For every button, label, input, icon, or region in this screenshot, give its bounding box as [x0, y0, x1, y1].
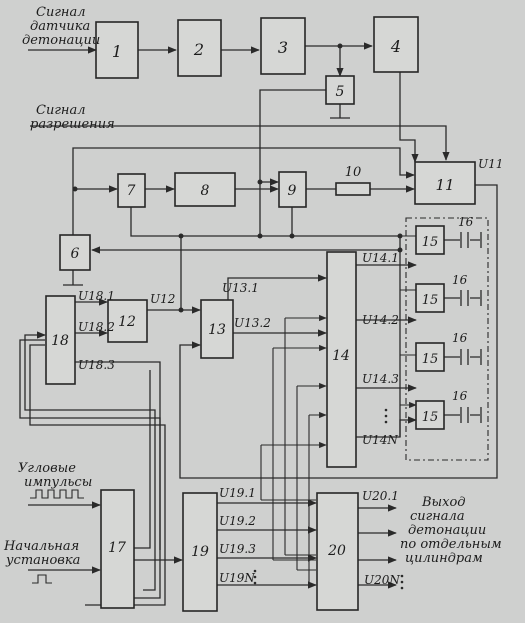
block-4: 4 — [373, 16, 419, 73]
svg-text:16: 16 — [452, 273, 468, 287]
block-15-3: 15 — [415, 342, 445, 372]
block-13: 13 — [200, 299, 234, 359]
angle-pulses-label: Угловые импульсы — [18, 461, 92, 490]
label-u12: U12 — [150, 292, 175, 306]
label-u19-1: U19.1 — [219, 486, 256, 500]
svg-text:разрешения: разрешения — [30, 117, 115, 132]
label-u13-2: U13.2 — [234, 316, 271, 330]
svg-text:9: 9 — [288, 183, 297, 199]
svg-text:16: 16 — [452, 331, 468, 345]
knock-sensor-signal-label: Сигнал датчика детонации — [22, 5, 100, 48]
wires — [19, 42, 498, 606]
svg-text:Начальная: Начальная — [3, 539, 79, 554]
block-6: 6 — [59, 234, 91, 271]
block-3: 3 — [260, 17, 306, 75]
svg-text:Выход: Выход — [421, 495, 466, 510]
svg-text:6: 6 — [71, 246, 80, 262]
label-u11: U11 — [478, 157, 503, 171]
svg-text:18: 18 — [51, 333, 69, 349]
block-17: 17 — [100, 489, 135, 609]
block-15-1: 15 — [415, 225, 445, 255]
svg-text:Сигнал: Сигнал — [36, 103, 85, 118]
block-2: 2 — [177, 19, 222, 77]
svg-text:цилиндрам: цилиндрам — [405, 551, 483, 566]
svg-text:1: 1 — [112, 42, 122, 61]
block-11: 11 — [414, 161, 476, 205]
svg-text:5: 5 — [336, 84, 345, 100]
block-15-4: 15 — [415, 400, 445, 430]
label-u19-2: U19.2 — [219, 514, 256, 528]
label-u19-n: U19N — [219, 571, 255, 585]
svg-text:2: 2 — [193, 40, 204, 59]
svg-text:датчика: датчика — [30, 19, 90, 34]
svg-text:по отдельным: по отдельным — [400, 537, 502, 552]
svg-text:15: 15 — [422, 235, 439, 250]
block-9: 9 — [278, 171, 307, 208]
svg-text:15: 15 — [422, 293, 439, 308]
label-u20-n: U20N — [364, 573, 400, 587]
svg-text:19: 19 — [191, 544, 209, 560]
label-u18-2: U18.2 — [78, 320, 115, 334]
block-20: 20 — [316, 492, 359, 611]
svg-text:15: 15 — [422, 352, 439, 367]
svg-text:импульсы: импульсы — [24, 475, 92, 490]
label-u18-1: U18.1 — [78, 289, 115, 303]
svg-text:11: 11 — [435, 176, 454, 194]
svg-text:14: 14 — [332, 348, 350, 364]
label-u14-1: U14.1 — [362, 251, 399, 265]
initial-setup-label: Начальная установка — [3, 539, 80, 568]
svg-text:8: 8 — [201, 183, 210, 199]
svg-text:20: 20 — [327, 543, 346, 559]
enable-signal-label: Сигнал разрешения — [30, 103, 115, 132]
block-18: 18 — [45, 295, 76, 385]
svg-text:13: 13 — [208, 322, 226, 338]
svg-text:7: 7 — [127, 183, 136, 199]
block-12: 12 — [107, 299, 148, 343]
svg-text:10: 10 — [345, 165, 362, 180]
label-u20-1: U20.1 — [362, 489, 399, 503]
label-u14-n: U14N — [362, 433, 398, 447]
output-signal-label: Выход сигнала детонации по отдельным цил… — [400, 495, 502, 566]
svg-text:17: 17 — [108, 540, 126, 556]
svg-text:Сигнал: Сигнал — [36, 5, 85, 20]
svg-text:15: 15 — [422, 410, 439, 425]
block-15-2: 15 — [415, 283, 445, 313]
label-u14-2: U14.2 — [362, 313, 399, 327]
svg-text:детонации: детонации — [408, 523, 486, 538]
svg-text:Угловые: Угловые — [18, 461, 76, 476]
svg-text:4: 4 — [390, 37, 401, 56]
label-u18-3: U18.3 — [78, 358, 115, 372]
svg-text:детонации: детонации — [22, 33, 100, 48]
label-u13-1: U13.1 — [222, 281, 259, 295]
block-1: 1 — [95, 21, 139, 79]
svg-text:16: 16 — [458, 215, 474, 229]
label-u14-3: U14.3 — [362, 372, 399, 386]
svg-text:16: 16 — [452, 389, 468, 403]
label-u19-3: U19.3 — [219, 542, 256, 556]
block-10: 10 — [335, 165, 371, 196]
svg-text:3: 3 — [278, 38, 288, 57]
block-5: 5 — [325, 75, 355, 105]
svg-text:установка: установка — [5, 553, 80, 568]
block-19: 19 — [182, 492, 218, 612]
block-16-labels: 16 16 16 16 — [452, 215, 474, 403]
block-7: 7 — [117, 173, 146, 208]
block-14: 14 — [326, 251, 357, 468]
signal-name-labels: U11 U12 U13.1 U13.2 U14.1 U14.2 U14.3 U1… — [78, 157, 503, 587]
svg-text:12: 12 — [118, 314, 136, 330]
svg-text:сигнала: сигнала — [410, 509, 465, 524]
block-8: 8 — [174, 172, 236, 207]
